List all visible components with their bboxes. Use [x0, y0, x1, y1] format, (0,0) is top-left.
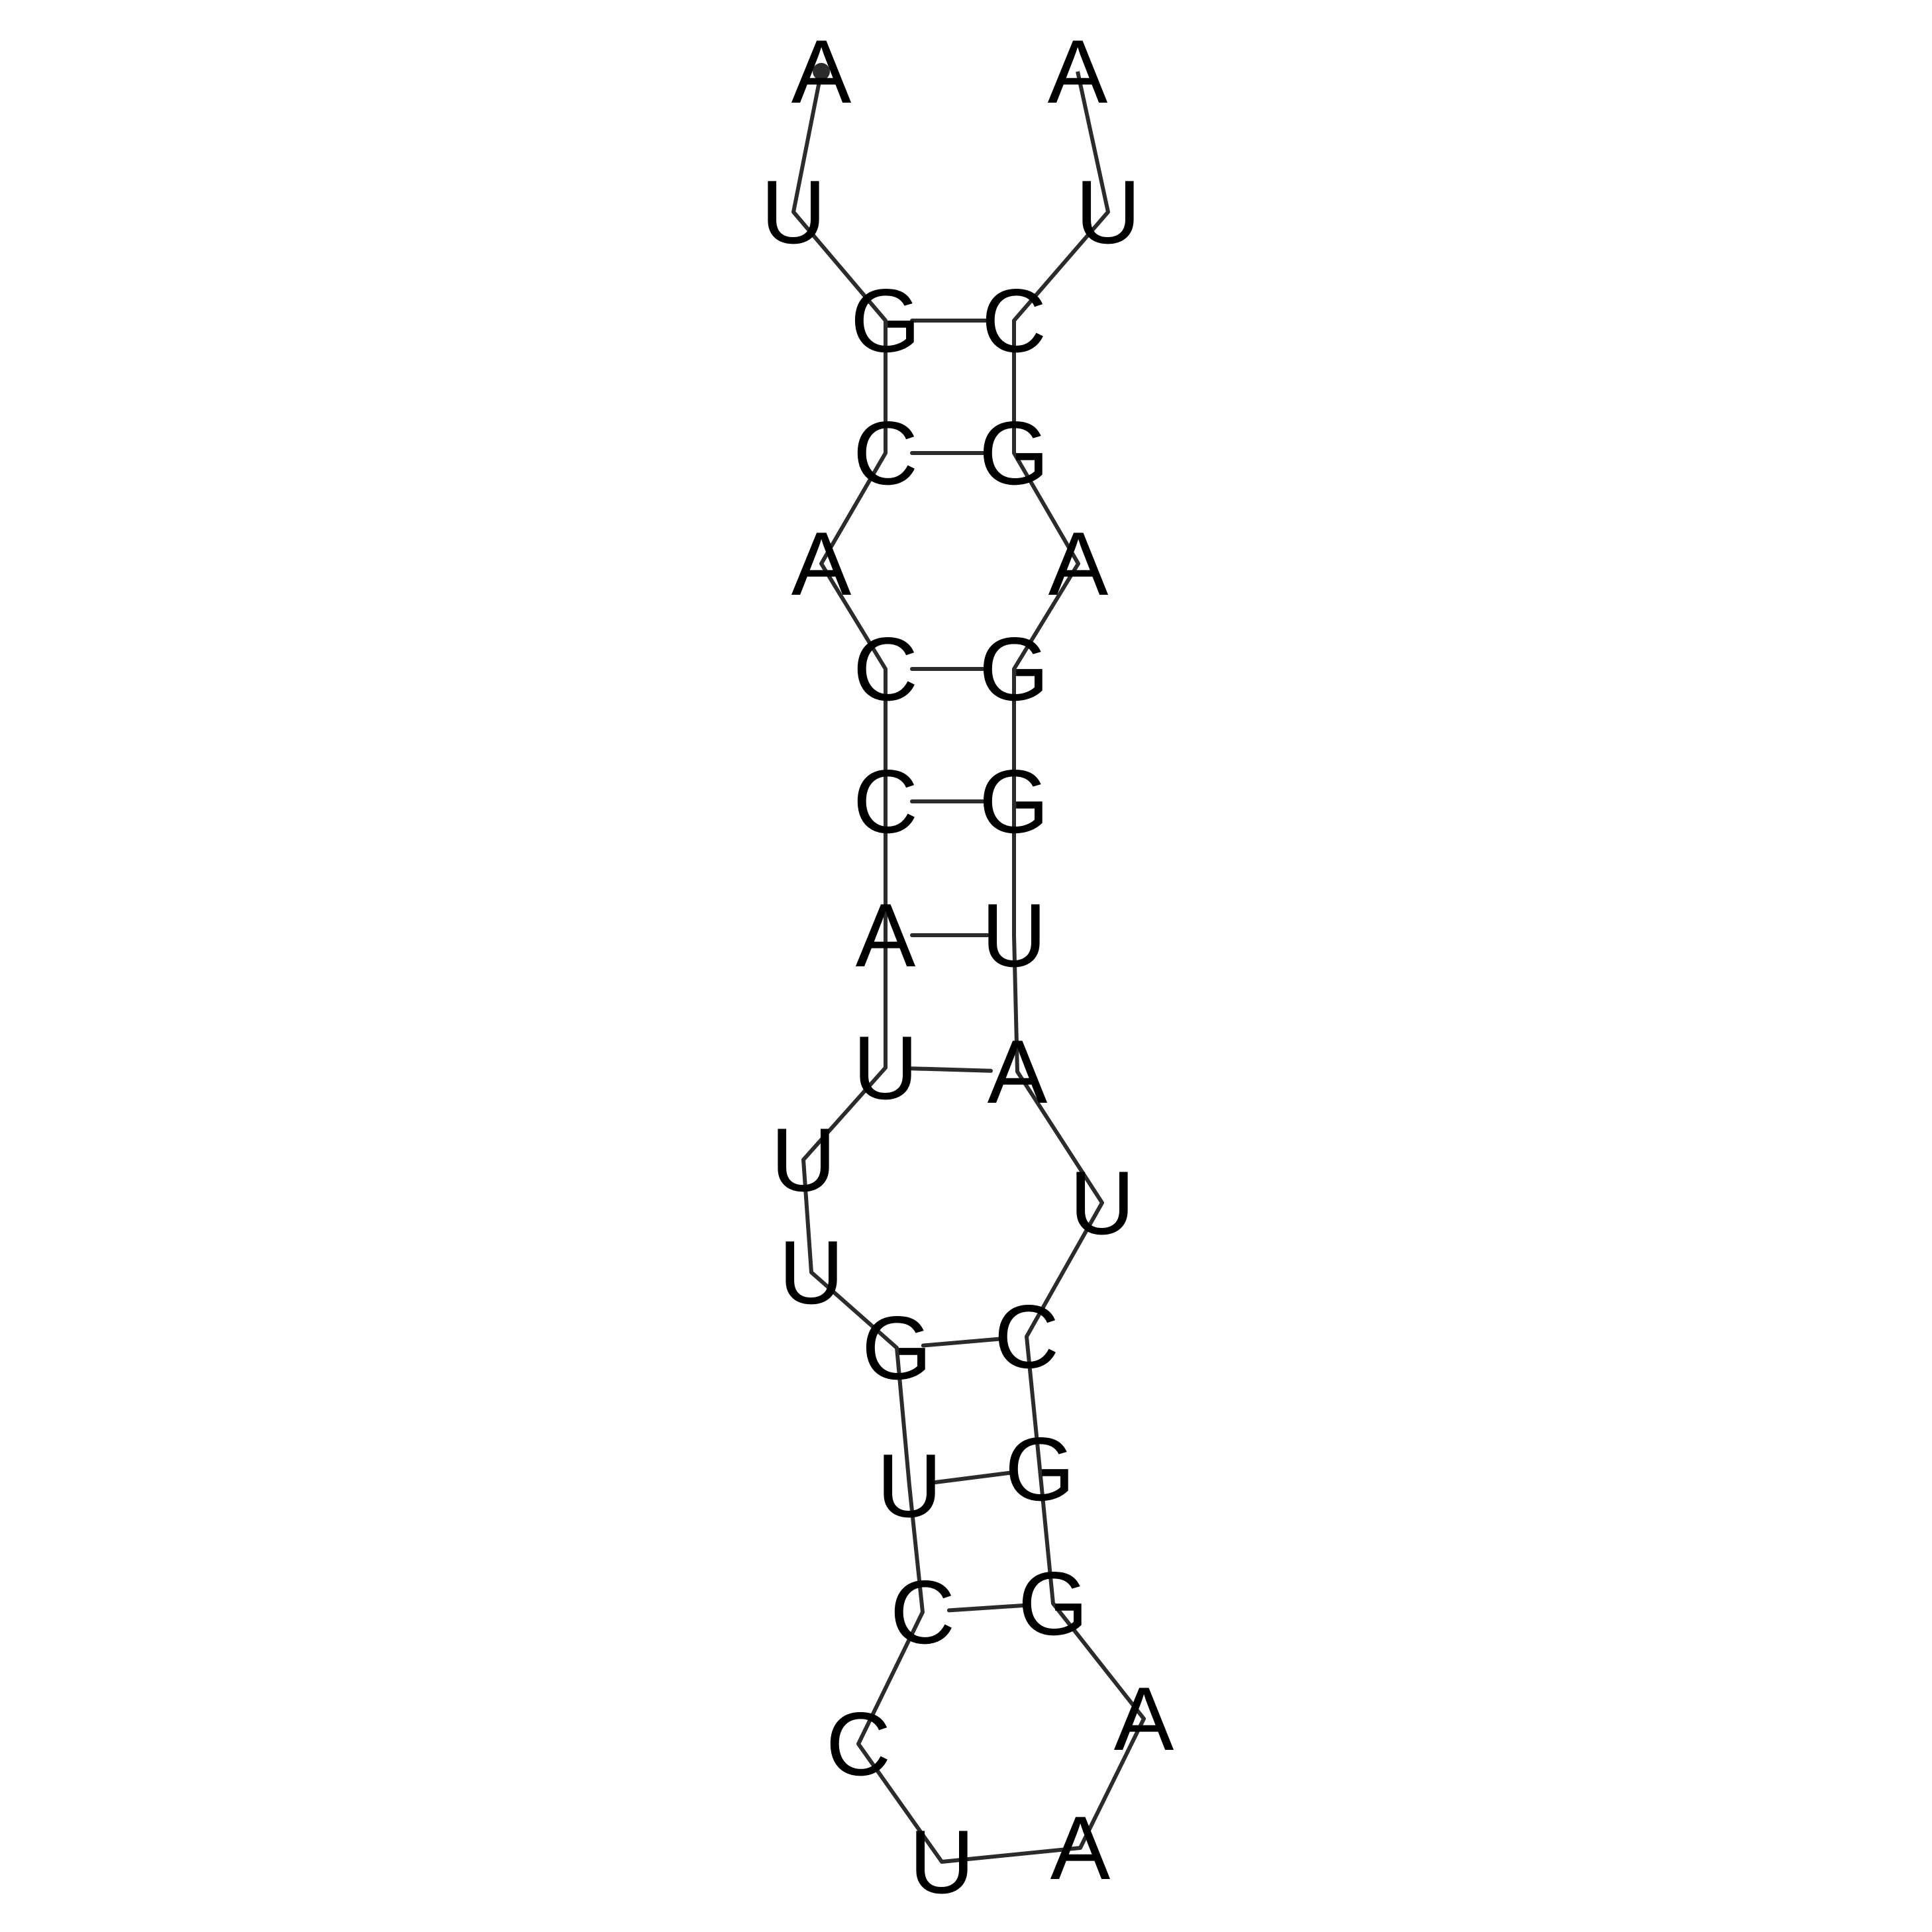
five-prime-start-dot: [813, 63, 830, 80]
nucleotide-u: U: [779, 1222, 844, 1323]
nucleotide-u: U: [853, 1017, 918, 1118]
base-pair-bond: [921, 1337, 1003, 1348]
nucleotide-c: C: [982, 270, 1046, 371]
nucleotide-a: A: [1050, 1798, 1111, 1898]
nucleotide-g: G: [1018, 1553, 1088, 1654]
base-pair-layer: [909, 319, 1029, 1613]
base-pair-bond: [909, 1066, 993, 1073]
nucleotide-c: C: [994, 1286, 1059, 1387]
nucleotide-u: U: [909, 1811, 974, 1912]
nucleotide-u: U: [982, 885, 1046, 986]
nucleotide-g: G: [979, 619, 1049, 719]
nucleotide-c: C: [890, 1562, 955, 1662]
nucleotide-a: A: [988, 1021, 1048, 1122]
nucleotide-a: A: [1048, 513, 1109, 614]
backbone-layer: [791, 63, 1146, 1864]
nucleotide-g: G: [1005, 1419, 1075, 1519]
nucleotide-u: U: [771, 1109, 836, 1210]
nucleotide-u: U: [877, 1435, 942, 1536]
nucleotide-g: G: [979, 751, 1049, 852]
nucleotide-c: C: [853, 619, 918, 719]
nucleotide-a: A: [1048, 21, 1108, 122]
nucleotide-u: U: [1070, 1152, 1135, 1253]
nucleotide-a: A: [791, 21, 852, 122]
nucleotide-c: C: [853, 751, 918, 852]
nucleotide-u: U: [761, 162, 826, 262]
nucleotide-u: U: [1076, 162, 1141, 262]
nucleotide-c: C: [826, 1694, 891, 1794]
nucleotide-c: C: [853, 403, 918, 503]
base-pair-bond: [946, 1603, 1029, 1613]
nucleotide-g: G: [862, 1297, 932, 1398]
backbone-line: [791, 71, 1146, 1864]
nucleotide-a: A: [1114, 1668, 1174, 1769]
nucleotide-g: G: [979, 403, 1049, 503]
nucleotide-g: G: [850, 270, 921, 371]
base-pair-bond: [933, 1470, 1016, 1484]
nucleotide-a: A: [856, 885, 916, 986]
nucleotide-a: A: [791, 513, 852, 614]
